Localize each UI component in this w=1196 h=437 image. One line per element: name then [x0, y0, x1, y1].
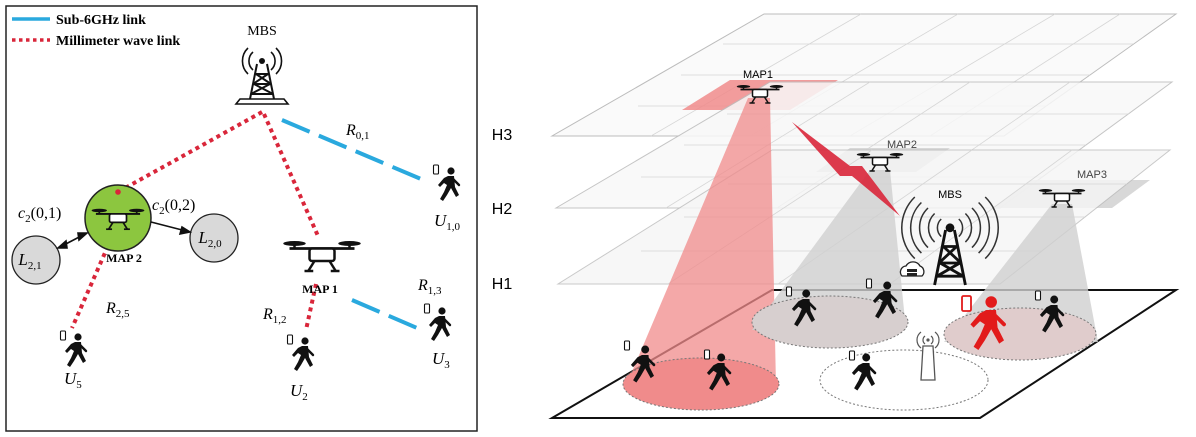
highlighted-phone-icon — [961, 295, 972, 312]
u3-phone-icon — [423, 303, 431, 314]
u5-phone-icon — [59, 330, 67, 341]
u3-label: U3 — [432, 349, 450, 371]
mbs-map1-link — [792, 122, 900, 216]
link-map1-u3 — [351, 298, 425, 333]
map2-coverage — [751, 295, 909, 349]
legend-mmwave-label: Millimeter wave link — [56, 34, 180, 49]
l20-node — [189, 213, 239, 263]
ground-phone-icon — [1034, 290, 1042, 301]
layer-h1-label: H1 — [492, 276, 513, 293]
arrow-map2-l21 — [55, 232, 90, 249]
map2-label: MAP2 — [887, 139, 917, 151]
link-mbs-map2 — [117, 110, 263, 194]
legend-sub6-label: Sub-6GHz link — [56, 13, 146, 28]
small-cell-icon — [916, 331, 940, 381]
mbs-label: MBS — [247, 24, 277, 39]
arrow-map2-l20 — [150, 221, 193, 236]
r25-label: R2,5 — [105, 300, 130, 320]
map3-label: MAP3 — [1077, 169, 1107, 181]
right-layered-diagram: MAP1 MAP2 MAP3 MBS — [492, 13, 1180, 419]
l20-label: L2,0 — [197, 228, 222, 250]
left-network-diagram: Sub-6GHz link Millimeter wave link MBS M… — [5, 5, 478, 432]
mbs-label: MBS — [938, 189, 962, 201]
map1-label: MAP 1 — [302, 282, 338, 296]
ground-phone-icon — [848, 350, 856, 361]
layer-h2-label: H2 — [492, 201, 513, 218]
cloud-server-icon — [899, 261, 925, 277]
r01-label: R0,1 — [345, 122, 370, 142]
ground-phone-icon — [623, 340, 631, 351]
l21-node — [11, 235, 61, 285]
mbs-tower-icon — [901, 196, 999, 286]
map1-beam — [626, 98, 776, 386]
layer-h3-label: H3 — [492, 127, 513, 144]
small-cell-coverage — [819, 349, 989, 411]
map1-coverage — [622, 357, 780, 411]
link-mbs-u10 — [281, 118, 429, 184]
highlighted-user-icon — [970, 296, 1006, 350]
u5-label: U5 — [64, 369, 82, 391]
u10-phone-icon — [432, 164, 440, 175]
l21-label: L2,1 — [17, 250, 41, 272]
c02-label: c2(0,2) — [152, 197, 195, 217]
left-panel-frame — [5, 5, 478, 432]
ground-phone-icon — [785, 286, 793, 297]
ground-phone-icon — [703, 349, 711, 360]
u10-label: U1,0 — [434, 211, 461, 233]
map1-label: MAP1 — [743, 69, 773, 81]
ground-phone-icon — [865, 278, 873, 289]
map2-label: MAP 2 — [106, 251, 142, 265]
link-mbs-map1 — [262, 113, 320, 237]
map3-beam — [944, 204, 1098, 342]
r12-label: R1,2 — [262, 306, 287, 326]
map2-link-dot — [115, 189, 121, 195]
r13-label: R1,3 — [417, 277, 442, 297]
u2-phone-icon — [286, 334, 294, 345]
u2-label: U2 — [290, 381, 308, 403]
link-map2-u5 — [70, 245, 110, 329]
legend: Sub-6GHz link Millimeter wave link — [12, 13, 180, 49]
map3-coverage — [943, 307, 1097, 361]
c01-label: c2(0,1) — [18, 205, 61, 225]
